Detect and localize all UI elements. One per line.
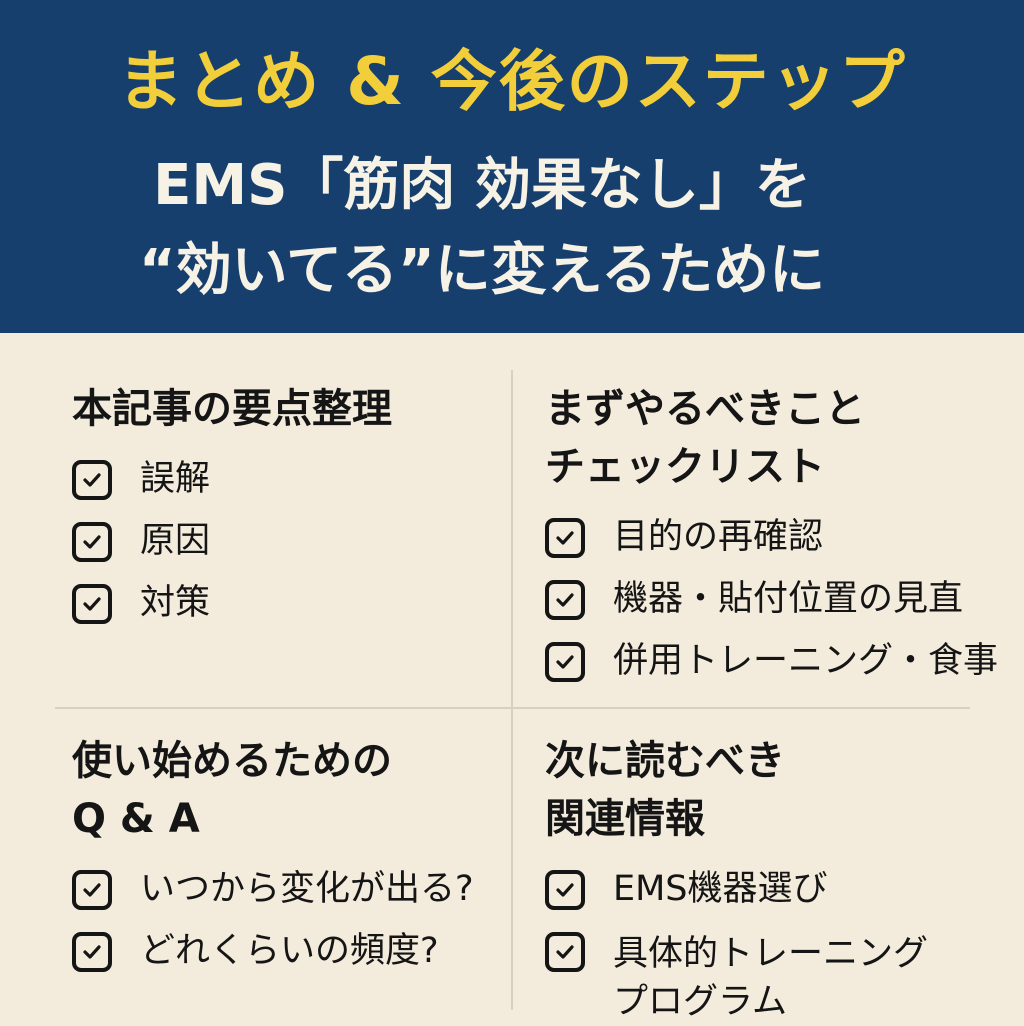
- horizontal-divider: [55, 707, 970, 709]
- checked-box-icon: [72, 932, 112, 972]
- checklist-item: 対策: [72, 582, 392, 624]
- subtitle-line-2: “効いてる”に変えるために: [138, 238, 826, 303]
- checked-box-icon: [72, 460, 112, 500]
- checklist-item: 目的の再確認: [545, 516, 998, 558]
- checklist-item: いつから変化が出る?: [72, 868, 474, 910]
- section-heading: 本記事の要点整理: [72, 386, 392, 432]
- checklist-item-label: 具体的トレーニング プログラム: [613, 934, 929, 1022]
- checklist-item-label: 原因: [140, 521, 211, 561]
- section-heading: まずやるべきこと: [545, 386, 865, 432]
- checked-box-icon: [545, 870, 585, 910]
- header-banner: まとめ & 今後のステップ EMS「筋肉 効果なし」を “効いてる”に変えるため…: [0, 0, 1024, 333]
- page-title: まとめ & 今後のステップ: [117, 43, 907, 120]
- section-key-points: 本記事の要点整理誤解原因対策: [72, 380, 392, 624]
- checklist-item: 機器・貼付位置の見直: [545, 578, 998, 620]
- checklist-item: EMS機器選び: [545, 868, 953, 910]
- checklist-item: 原因: [72, 520, 392, 562]
- checked-box-icon: [72, 584, 112, 624]
- checked-box-icon: [545, 932, 585, 972]
- section-checklist: まずやるべきことチェックリスト目的の再確認機器・貼付位置の見直併用トレーニング・…: [545, 380, 998, 682]
- checked-box-icon: [545, 518, 585, 558]
- checked-box-icon: [545, 580, 585, 620]
- checklist-item-label: 誤解: [140, 459, 211, 499]
- section-heading: 使い始めるための: [72, 738, 392, 784]
- checklist-item: 誤解: [72, 458, 392, 500]
- checklist-item-label: 機器・貼付位置の見直: [613, 579, 964, 619]
- checklist-item: どれくらいの頻度?: [72, 930, 474, 972]
- section-heading: チェックリスト: [545, 444, 825, 490]
- checklist-item-label: いつから変化が出る?: [140, 869, 474, 909]
- section-related-info: 次に読むべき関連情報 EMS機器選び具体的トレーニング プログラム: [545, 732, 953, 1026]
- section-heading: 関連情報: [545, 796, 705, 842]
- checklist-item-label: 目的の再確認: [613, 517, 824, 557]
- checked-box-icon: [72, 870, 112, 910]
- checklist-item: 併用トレーニング・食事: [545, 640, 998, 682]
- checked-box-icon: [545, 642, 585, 682]
- section-qa: 使い始めるための Q & A いつから変化が出る? どれくらいの頻度?: [72, 732, 474, 972]
- checklist-item-label: どれくらいの頻度?: [140, 931, 439, 971]
- checklist-item: 具体的トレーニング プログラム: [545, 930, 953, 1026]
- checklist-item-label: EMS機器選び: [613, 869, 828, 909]
- checklist-item-label: 対策: [140, 583, 211, 623]
- checked-box-icon: [72, 522, 112, 562]
- section-heading: 次に読むべき: [545, 738, 785, 784]
- section-heading: Q & A: [72, 796, 200, 842]
- vertical-divider: [511, 370, 513, 1010]
- checklist-item-label: 併用トレーニング・食事: [613, 641, 999, 681]
- subtitle-line-1: EMS「筋肉 効果なし」を: [153, 153, 811, 218]
